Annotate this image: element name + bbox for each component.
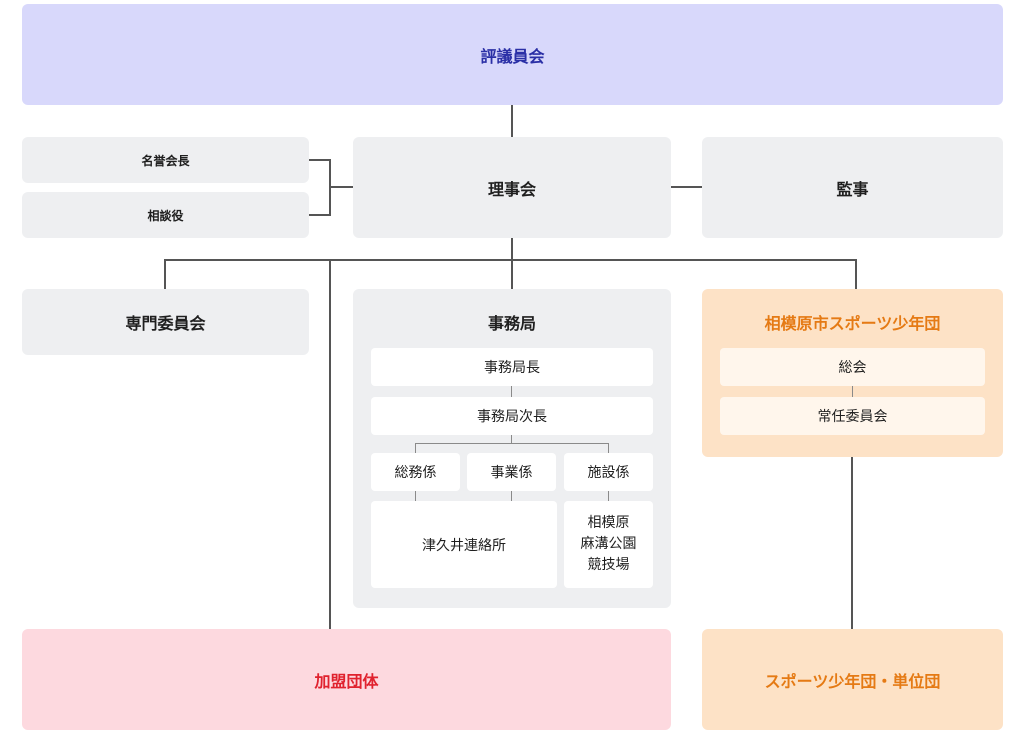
section-business-box: 事業係: [467, 453, 556, 491]
section-facilities-box: 施設係: [564, 453, 653, 491]
standing-committee-label: 常任委員会: [817, 409, 888, 425]
secretariat-director-box: 事務局長: [371, 348, 653, 386]
tsukui-branch-label: 津久井連絡所: [422, 537, 506, 554]
member-organizations-box: 加盟団体: [22, 629, 671, 730]
council-label: 評議員会: [480, 46, 545, 66]
standing-committee-box: 常任委員会: [720, 397, 985, 435]
honorary-chairman-box: 名誉会長: [22, 137, 309, 183]
auditor-box: 監事: [702, 137, 1003, 238]
connector-section-3: [608, 443, 609, 453]
secretariat-director-label: 事務局長: [484, 360, 540, 376]
connector-advisor: [309, 214, 330, 216]
connector-top-board: [511, 105, 513, 137]
connector-section1-branch: [415, 491, 416, 501]
committee-box: 専門委員会: [22, 289, 309, 355]
section-general-affairs-box: 総務係: [371, 453, 460, 491]
member-organizations-label: 加盟団体: [314, 671, 379, 691]
connector-members: [329, 259, 331, 629]
stadium-label-line3: 競技場: [587, 557, 630, 573]
connector-youth: [855, 259, 857, 289]
section-general-affairs-label: 総務係: [394, 465, 437, 481]
connector-honorary: [309, 159, 330, 161]
connector-sections-bus: [415, 443, 609, 444]
youth-units-box: スポーツ少年団・単位団: [702, 629, 1003, 730]
section-business-label: 事業係: [490, 465, 533, 481]
youth-units-label: スポーツ少年団・単位団: [764, 671, 941, 691]
youth-sports-title: 相模原市スポーツ少年団: [764, 314, 941, 333]
advisor-box: 相談役: [22, 192, 309, 238]
connector-section-1: [415, 443, 416, 453]
connector-board-down: [511, 238, 513, 289]
advisor-label: 相談役: [147, 208, 184, 223]
council-box: 評議員会: [22, 4, 1003, 105]
general-assembly-label: 総会: [838, 360, 867, 376]
tsukui-branch-box: 津久井連絡所: [371, 501, 557, 588]
stadium-label-line1: 相模原: [587, 515, 630, 531]
committee-label: 専門委員会: [125, 314, 206, 333]
connector-section3-stadium: [608, 491, 609, 501]
auditor-label: 監事: [836, 179, 869, 199]
connector-bracket-board: [329, 186, 353, 188]
general-assembly-box: 総会: [720, 348, 985, 386]
secretariat-deputy-box: 事務局次長: [371, 397, 653, 435]
stadium-label-line2: 麻溝公園: [580, 536, 637, 552]
section-facilities-label: 施設係: [587, 465, 630, 481]
secretariat-deputy-label: 事務局次長: [477, 409, 547, 425]
honorary-chairman-label: 名誉会長: [141, 153, 190, 168]
connector-general-standing: [852, 386, 853, 397]
board-label: 理事会: [487, 179, 536, 199]
connector-committee: [164, 259, 166, 289]
connector-board-auditor: [671, 186, 702, 188]
board-box: 理事会: [353, 137, 671, 238]
stadium-box: 相模原 麻溝公園 競技場: [564, 501, 653, 588]
connector-deputy-down: [511, 435, 512, 444]
connector-director-deputy: [511, 386, 512, 397]
connector-youth-units: [851, 457, 853, 629]
connector-section2-branch: [511, 491, 512, 501]
connector-horizontal-bus: [164, 259, 857, 261]
secretariat-title: 事務局: [487, 314, 536, 333]
